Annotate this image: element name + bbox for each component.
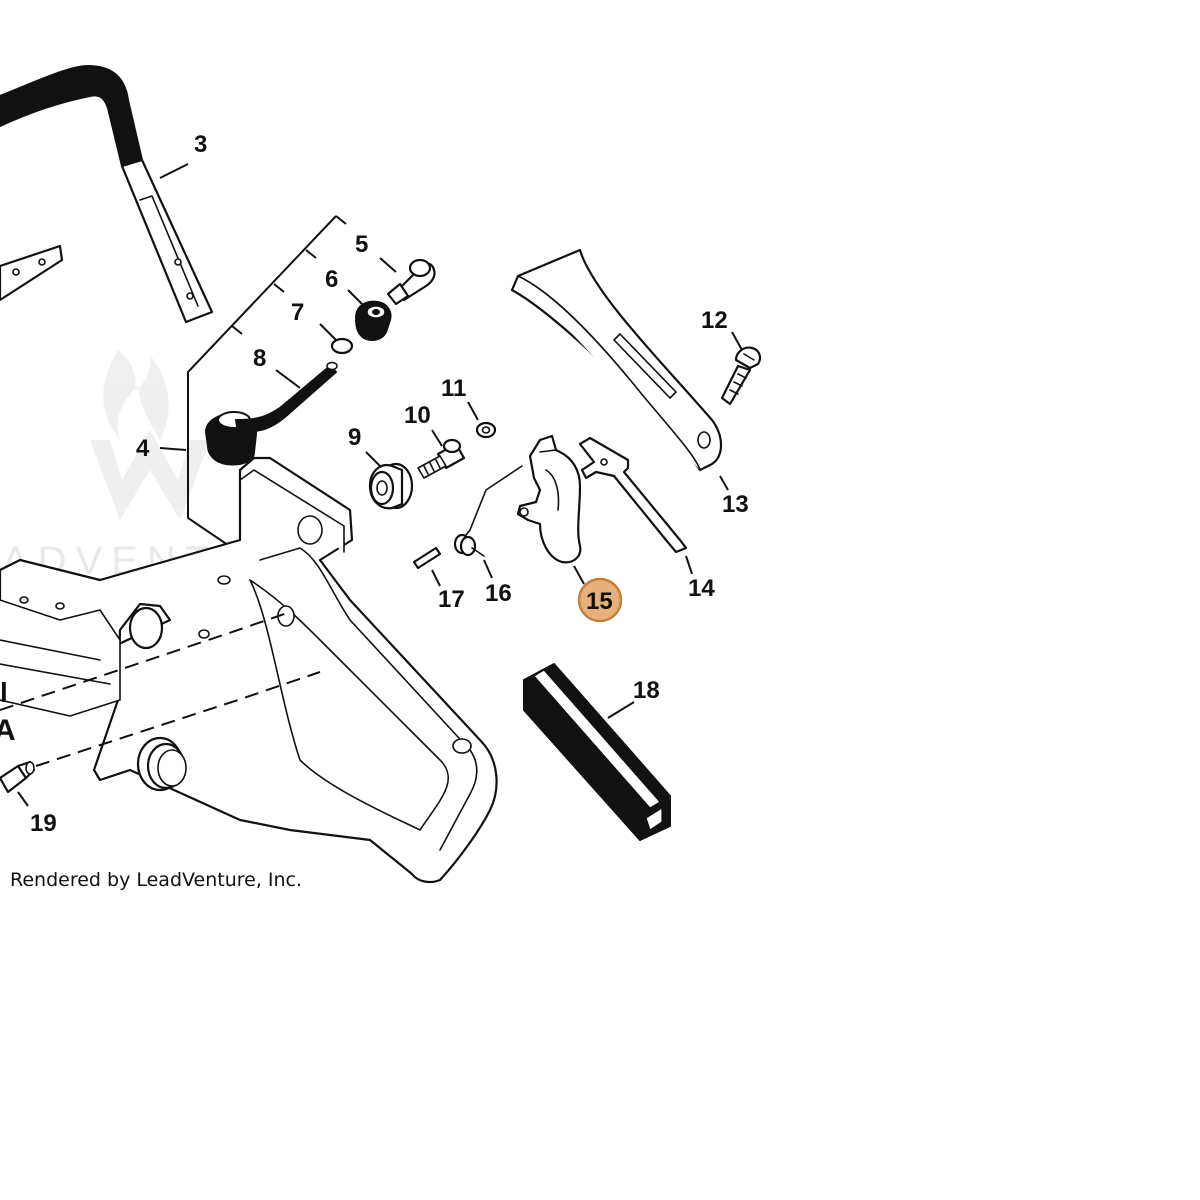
callout-16[interactable]: 16 bbox=[485, 580, 512, 607]
callout-18[interactable]: 18 bbox=[633, 677, 660, 704]
part-11-washer[interactable] bbox=[475, 421, 497, 439]
part-6-collar[interactable] bbox=[355, 300, 392, 341]
part-7-o-ring[interactable] bbox=[330, 337, 354, 355]
credit-text: Rendered by LeadVenture, Inc. bbox=[10, 869, 302, 891]
callout-12[interactable]: 12 bbox=[701, 307, 728, 334]
edge-letter: A bbox=[0, 714, 16, 747]
callout-8[interactable]: 8 bbox=[253, 345, 266, 372]
part-18-foam-grip[interactable] bbox=[523, 663, 671, 841]
callout-4[interactable]: 4 bbox=[136, 435, 150, 462]
callout-9[interactable]: 9 bbox=[348, 424, 361, 451]
callout-17[interactable]: 17 bbox=[438, 586, 465, 613]
leader-lines bbox=[17, 163, 743, 807]
part-17-pin[interactable] bbox=[412, 546, 442, 570]
part-5-fitting[interactable] bbox=[386, 258, 436, 306]
callout-3[interactable]: 3 bbox=[194, 131, 207, 158]
rear-handle-housing bbox=[0, 456, 498, 884]
watermark-logo bbox=[90, 350, 210, 520]
callout-7[interactable]: 7 bbox=[291, 299, 304, 326]
part-13-handle-cover[interactable] bbox=[510, 248, 723, 472]
callout-10[interactable]: 10 bbox=[404, 402, 431, 429]
part-9-buffer[interactable] bbox=[368, 462, 414, 510]
callout-19[interactable]: 19 bbox=[30, 810, 57, 837]
part-3-handle-bar[interactable] bbox=[0, 65, 214, 324]
part-16-spring[interactable] bbox=[453, 465, 523, 557]
alignment-line-lower bbox=[35, 671, 321, 767]
bracket-line-4-8 bbox=[187, 215, 337, 561]
alignment-line-upper bbox=[0, 611, 291, 711]
left-bracket-piece bbox=[0, 244, 64, 302]
callout-6[interactable]: 6 bbox=[325, 266, 338, 293]
callout-13[interactable]: 13 bbox=[722, 491, 749, 518]
edge-mark-top: l bbox=[0, 677, 8, 708]
part-10-screw[interactable] bbox=[417, 438, 466, 479]
callout-14[interactable]: 14 bbox=[688, 575, 715, 602]
highlight-circle-15[interactable] bbox=[577, 577, 623, 623]
callout-5[interactable]: 5 bbox=[355, 231, 368, 258]
callout-11[interactable]: 11 bbox=[441, 375, 466, 402]
part-8-hose[interactable] bbox=[235, 361, 338, 433]
callout-labels: 3 4 5 6 7 8 9 10 11 12 13 14 15 16 17 18… bbox=[30, 131, 749, 837]
part-15-throttle-trigger[interactable] bbox=[516, 434, 582, 564]
part-14-interlock-lever[interactable] bbox=[578, 436, 688, 554]
callout-15[interactable]: 15 bbox=[586, 588, 613, 615]
part-12-screw[interactable] bbox=[720, 346, 762, 406]
part-19-nipple[interactable] bbox=[0, 760, 36, 794]
